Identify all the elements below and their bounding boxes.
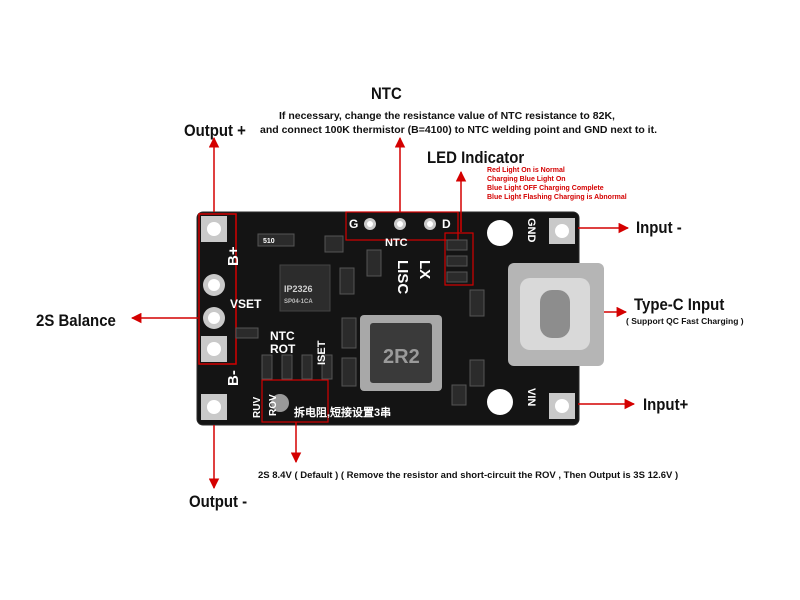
- top-pads: [364, 218, 436, 230]
- led-indicator-title: LED Indicator: [427, 148, 525, 167]
- chip-label-1: IP2326: [284, 284, 313, 294]
- right-pads: [487, 218, 575, 419]
- led-line-3: Blue Light OFF Charging Complete: [487, 185, 604, 192]
- silk-ntc-top: NTC: [385, 237, 408, 249]
- ntc-highlight: [345, 211, 459, 241]
- balance-label: 2S Balance: [36, 311, 116, 330]
- smd-code-1: 510: [263, 238, 275, 245]
- typec-subtitle: ( Support QC Fast Charging ): [626, 316, 744, 326]
- input-plus-label: Input+: [643, 395, 689, 414]
- output-plus-label: Output +: [184, 121, 246, 140]
- ip2326-chip: IP2326 SP04-1CA: [279, 264, 331, 312]
- bottom-note: 2S 8.4V ( Default ) ( Remove the resisto…: [258, 470, 679, 481]
- silk-ntc: NTC: [270, 329, 295, 343]
- silk-iset: ISET: [316, 340, 328, 365]
- ntc-description-line-2: and connect 100K thermistor (B=4100) to …: [260, 124, 658, 136]
- silk-lx: LX: [416, 260, 433, 279]
- input-minus-label: Input -: [636, 218, 682, 237]
- ntc-title: NTC: [371, 84, 402, 103]
- led-highlight: [444, 232, 474, 286]
- inductor: 2R2: [360, 315, 442, 391]
- led-line-4: Blue Light Flashing Charging is Abnormal: [487, 194, 627, 201]
- rov-highlight: [261, 379, 329, 423]
- typec-title: Type-C Input: [634, 295, 725, 314]
- output-pads-highlight: [198, 213, 237, 365]
- rov-pad: [271, 394, 289, 412]
- silk-lisc: LISC: [394, 260, 411, 294]
- silk-b-plus: B+: [225, 246, 242, 266]
- inductor-label: 2R2: [383, 346, 420, 368]
- smd-parts: [235, 233, 485, 406]
- silk-rov: ROV: [268, 394, 279, 416]
- silk-ruv: RUV: [252, 397, 263, 418]
- ntc-description-line-1: If necessary, change the resistance valu…: [279, 110, 615, 122]
- silk-b-minus: B-: [225, 370, 242, 386]
- led-line-2: Charging Blue Light On: [487, 176, 566, 183]
- annotation-arrows: [130, 136, 636, 490]
- silk-g: G: [349, 217, 358, 231]
- typec-connector: [508, 263, 604, 366]
- silk-chinese: 拆电阻,短接设置3串: [294, 405, 391, 419]
- silk-vset: VSET: [230, 297, 262, 311]
- chip-label-2: SP04-1CA: [284, 299, 313, 305]
- left-pads: [201, 216, 227, 420]
- output-minus-label: Output -: [189, 492, 248, 511]
- silk-vin: VIN: [525, 388, 537, 406]
- silk-gnd: GND: [525, 218, 537, 243]
- led-line-1: Red Light On is Normal: [487, 167, 565, 174]
- silk-rot: ROT: [270, 342, 296, 356]
- silk-d: D: [442, 217, 451, 231]
